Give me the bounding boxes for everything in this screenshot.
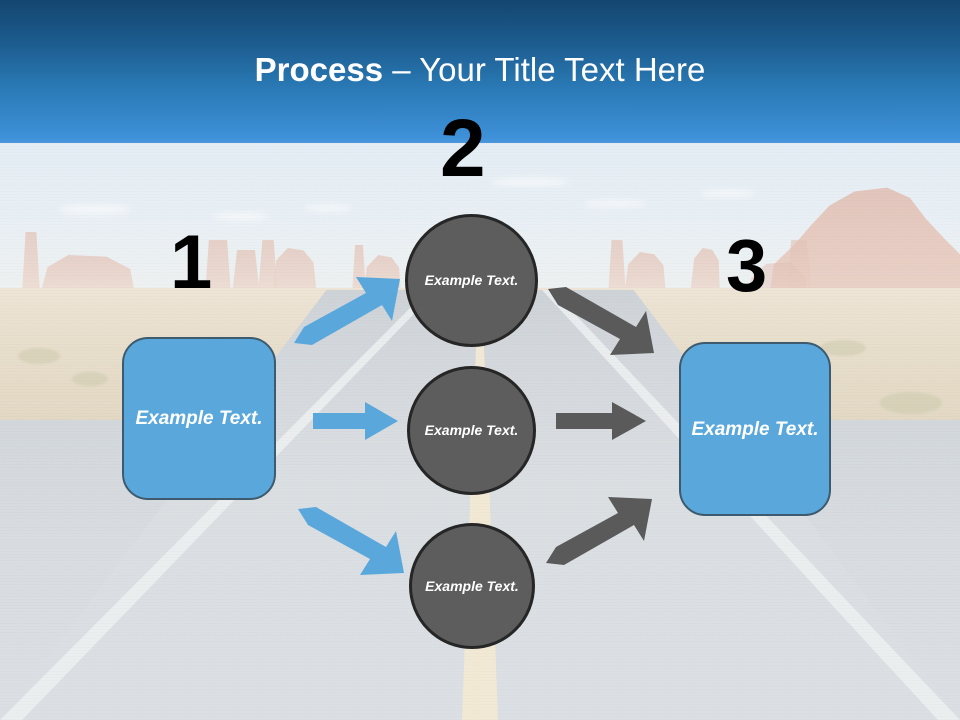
bush-shape — [880, 392, 942, 414]
page-title-bold: Process — [254, 51, 384, 88]
title-bar: Process – Your Title Text Here — [0, 0, 960, 143]
bush-shape — [18, 348, 60, 364]
page-title: Process – Your Title Text Here — [0, 50, 960, 90]
arrow-left-middle-shape — [313, 402, 398, 440]
arrow-left-up — [292, 275, 412, 347]
arrow-left-down — [296, 505, 416, 577]
process-circle-middle[interactable]: Example Text. — [407, 366, 536, 495]
arrow-right-down-shape — [548, 287, 654, 355]
cloud-icon — [490, 178, 570, 186]
step-number-3: 3 — [726, 224, 768, 307]
cloud-icon — [585, 200, 645, 207]
process-box-left[interactable]: Example Text. — [122, 337, 276, 500]
cloud-icon — [700, 190, 755, 197]
cloud-icon — [60, 205, 130, 214]
step-number-1: 1 — [170, 220, 213, 305]
mesa-shape — [232, 250, 260, 295]
page-title-rest: – Your Title Text Here — [383, 51, 706, 88]
bush-shape — [820, 340, 866, 356]
cloud-icon — [305, 205, 351, 211]
process-circle-top-text: Example Text. — [424, 272, 519, 288]
process-circle-middle-text: Example Text. — [424, 422, 519, 438]
arrow-left-middle — [313, 402, 398, 442]
step-number-2: 2 — [440, 103, 486, 194]
process-box-right-text: Example Text. — [691, 418, 819, 440]
process-circle-top[interactable]: Example Text. — [405, 214, 538, 347]
mesa-shape — [22, 232, 40, 294]
process-circle-bottom-text: Example Text. — [425, 577, 519, 594]
process-circle-bottom[interactable]: Example Text. — [409, 523, 535, 649]
mesa-shape — [205, 240, 231, 295]
arrow-right-up-shape — [546, 497, 652, 565]
process-box-right[interactable]: Example Text. — [679, 342, 831, 516]
cloud-icon — [215, 213, 267, 220]
arrow-right-middle — [556, 402, 646, 442]
arrow-left-up-shape — [294, 277, 400, 345]
arrow-right-down — [546, 285, 666, 357]
arrow-left-down-shape — [298, 507, 404, 575]
arrow-right-up — [544, 495, 664, 567]
mesa-shape — [258, 240, 278, 295]
mesa-shape — [608, 240, 626, 296]
arrow-right-middle-shape — [556, 402, 646, 440]
process-box-left-text: Example Text. — [135, 408, 263, 429]
bush-shape — [72, 372, 108, 386]
